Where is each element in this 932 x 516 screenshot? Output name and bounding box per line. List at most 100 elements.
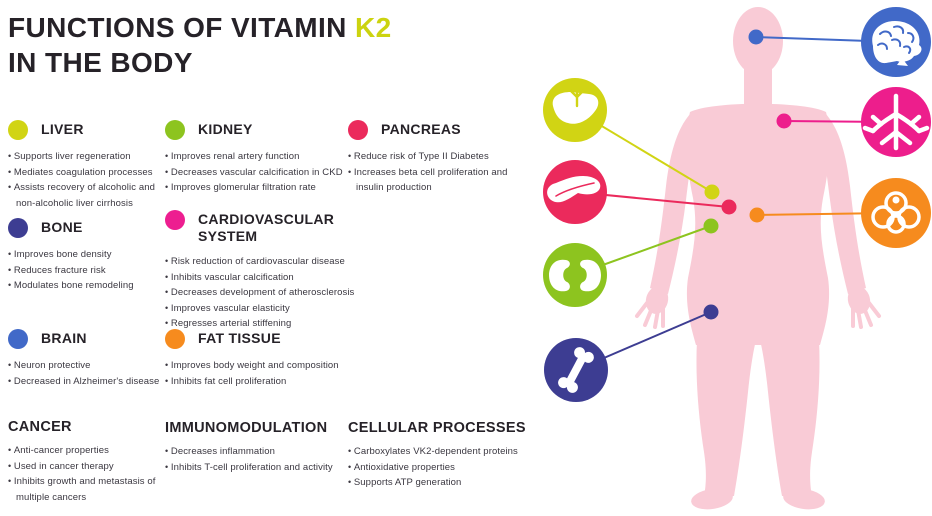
- section-title: CELLULAR PROCESSES: [348, 420, 526, 436]
- liver-badge: [543, 78, 607, 142]
- list-item: Improves renal artery function: [165, 149, 357, 165]
- section-title: LIVER: [41, 121, 84, 137]
- list-item: Assists recovery of alcoholic and non-al…: [8, 180, 164, 211]
- right-leg: [760, 340, 820, 496]
- bone-icon: [558, 347, 594, 393]
- connector-line-kidney: [574, 225, 712, 276]
- lungs-badge: [861, 87, 931, 157]
- connector-line-lungs: [783, 120, 895, 123]
- body-dot-lungs: [776, 113, 792, 129]
- pancreas-badge: [543, 160, 607, 224]
- section-title: FAT TISSUE: [198, 330, 281, 346]
- hand-fingers: [635, 301, 881, 329]
- liver-icon: [552, 88, 599, 124]
- left-arm: [650, 112, 702, 294]
- section-title: CARDIOVASCULAR SYSTEM: [198, 211, 335, 244]
- brain-icon: [872, 21, 922, 66]
- list-item: Improves glomerular filtration rate: [165, 180, 357, 196]
- body-dot-bone: [703, 304, 719, 320]
- section-title: BONE: [41, 219, 83, 235]
- list-item: Improves bone density: [8, 247, 164, 263]
- pancreas-dot: [348, 120, 368, 140]
- section-list: Decreases inflammation Inhibits T-cell p…: [165, 444, 370, 475]
- pancreas-icon: [547, 176, 601, 203]
- section-list: Carboxylates VK2-dependent proteins Anti…: [348, 444, 538, 491]
- section-list: Improves body weight and composition Inh…: [165, 358, 363, 389]
- list-item: Improves vascular elasticity: [165, 301, 363, 317]
- section-cellular-processes: CELLULAR PROCESSES Carboxylates VK2-depe…: [348, 420, 538, 491]
- section-list: Risk reduction of cardiovascular disease…: [165, 254, 363, 332]
- list-item: Decreases vascular calcification in CKD: [165, 165, 357, 181]
- connector-lines: [574, 36, 897, 371]
- list-item: Risk reduction of cardiovascular disease: [165, 254, 363, 270]
- list-item: Mediates coagulation processes: [8, 165, 164, 181]
- list-item: Decreased in Alzheimer's disease: [8, 374, 170, 390]
- section-immunomodulation: IMMUNOMODULATION Decreases inflammation …: [165, 420, 370, 475]
- bone-dot: [8, 218, 28, 238]
- section-fat-tissue: FAT TISSUE Improves body weight and comp…: [165, 329, 363, 389]
- list-item: Neuron protective: [8, 358, 170, 374]
- section-list: Improves renal artery function Decreases…: [165, 149, 357, 196]
- list-item: Decreases development of atherosclerosis: [165, 285, 363, 301]
- list-item: Increases beta cell proliferation and in…: [348, 165, 510, 196]
- bone-badge: [544, 338, 608, 402]
- section-title: IMMUNOMODULATION: [165, 420, 328, 436]
- connector-line-pancreas: [574, 191, 730, 208]
- section-title: PANCREAS: [381, 121, 461, 137]
- section-list: Anti-cancer properties Used in cancer th…: [8, 443, 160, 505]
- body-dot-fat: [749, 207, 765, 223]
- section-pancreas: PANCREAS Reduce risk of Type II Diabetes…: [348, 120, 510, 196]
- section-cancer: CANCER Anti-cancer properties Used in ca…: [8, 419, 160, 505]
- section-list: Improves bone density Reduces fracture r…: [8, 247, 164, 294]
- list-item: Anti-cancer properties: [8, 443, 160, 459]
- list-item: Inhibits growth and metastasis of multip…: [8, 474, 160, 505]
- list-item: Regresses arterial stiffening: [165, 316, 363, 332]
- list-item: Inhibits T-cell proliferation and activi…: [165, 460, 370, 476]
- section-title: CANCER: [8, 419, 72, 435]
- section-list: Reduce risk of Type II Diabetes Increase…: [348, 149, 510, 196]
- section-cardiovascular: CARDIOVASCULAR SYSTEM Risk reduction of …: [165, 210, 363, 332]
- section-title: BRAIN: [41, 330, 87, 346]
- title-line-1: FUNCTIONS OF VITAMIN K2: [8, 12, 392, 43]
- body-dot-brain: [748, 29, 764, 45]
- list-item: Reduce risk of Type II Diabetes: [348, 149, 510, 165]
- human-body-silhouette: [635, 7, 881, 510]
- kidney-dot: [165, 120, 185, 140]
- section-title: KIDNEY: [198, 121, 253, 137]
- list-item: Antioxidative properties: [348, 460, 538, 476]
- title-accent: K2: [354, 12, 392, 43]
- cardiovascular-dot: [165, 210, 185, 230]
- connector-line-liver: [574, 109, 713, 193]
- brain-dot: [8, 329, 28, 349]
- connector-line-bone: [575, 311, 712, 371]
- body-dot-kidney: [703, 218, 719, 234]
- connector-line-fat: [756, 212, 895, 216]
- list-item: Decreases inflammation: [165, 444, 370, 460]
- liver-dot: [8, 120, 28, 140]
- page-title: FUNCTIONS OF VITAMIN K2 IN THE BODY: [8, 10, 392, 80]
- list-item: Reduces fracture risk: [8, 263, 164, 279]
- section-liver: LIVER Supports liver regeneration Mediat…: [8, 120, 164, 211]
- section-list: Neuron protective Decreased in Alzheimer…: [8, 358, 170, 389]
- section-brain: BRAIN Neuron protective Decreased in Alz…: [8, 329, 170, 389]
- section-list: Supports liver regeneration Mediates coa…: [8, 149, 164, 211]
- body-anchor-dots: [703, 29, 792, 320]
- list-item: Carboxylates VK2-dependent proteins: [348, 444, 538, 460]
- body-dot-pancreas: [721, 199, 737, 215]
- left-leg: [696, 340, 756, 496]
- title-line-2: IN THE BODY: [8, 47, 193, 78]
- list-item: Supports ATP generation: [348, 475, 538, 491]
- kidney-badge: [543, 243, 607, 307]
- fat-tissue-dot: [165, 329, 185, 349]
- list-item: Inhibits vascular calcification: [165, 270, 363, 286]
- fat-cells-badge: [861, 178, 931, 248]
- right-arm: [814, 112, 866, 294]
- section-kidney: KIDNEY Improves renal artery function De…: [165, 120, 357, 196]
- kidneys-icon: [549, 259, 601, 292]
- brain-badge: [861, 7, 931, 77]
- list-item: Improves body weight and composition: [165, 358, 363, 374]
- fat-cells-icon: [871, 191, 921, 234]
- torso: [686, 103, 830, 345]
- list-item: Modulates bone remodeling: [8, 278, 164, 294]
